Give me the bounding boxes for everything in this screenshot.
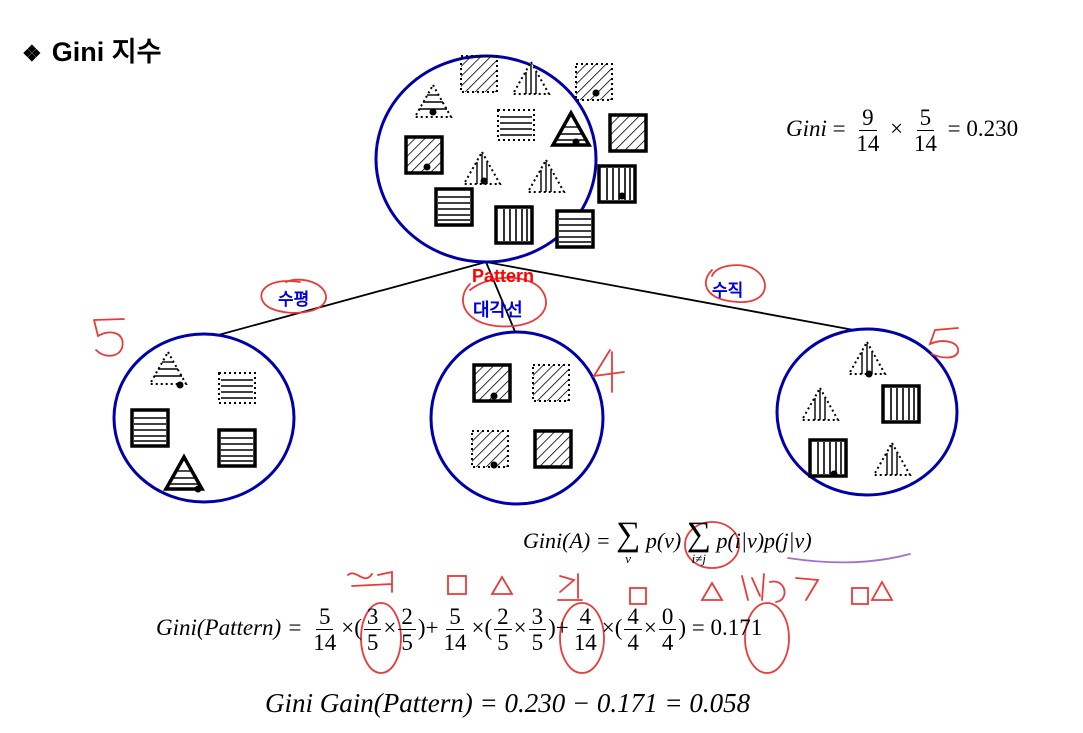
summation: ∑v — [616, 520, 640, 566]
handwritten-4-center — [594, 350, 624, 392]
center-child-node — [431, 332, 603, 504]
scribble-1 — [348, 572, 392, 592]
times-operator: × — [890, 116, 903, 141]
gini-definition-equation: Gini(A) = ∑v p(v) ∑i≠j p(i|v)p(j|v) — [523, 520, 812, 566]
gini-gain-equation: Gini Gain(Pattern) = 0.230 − 0.171 = 0.0… — [265, 688, 750, 719]
triangle-mark-3 — [872, 582, 892, 600]
square-mark-1 — [448, 576, 466, 594]
handwritten-5-left — [94, 319, 124, 356]
square-mark-2 — [630, 588, 646, 604]
eq-result: = 0.230 — [948, 116, 1018, 141]
solid-vertical-square-icon — [810, 440, 846, 476]
product-term: p(i|v)p(j|v) — [716, 528, 811, 553]
pv-term: p(v) — [646, 528, 681, 553]
eq-lhs: Gini — [786, 116, 827, 141]
solid-diagonal-square-icon — [610, 115, 646, 151]
branch-label-vertical: 수직 — [712, 276, 743, 301]
eq-lhs: Gini(A) = — [523, 528, 611, 553]
branch-label-diagonal: 대각선 — [473, 296, 523, 322]
dotted-horizontal-square-icon — [498, 110, 534, 140]
solid-vertical-square-icon — [496, 207, 532, 243]
summation: ∑i≠j — [687, 520, 711, 566]
solid-horizontal-square-icon — [219, 430, 255, 466]
handwritten-5-right — [930, 328, 958, 358]
solid-horizontal-square-icon — [132, 410, 168, 446]
solid-vertical-square-icon — [883, 386, 919, 422]
gain-text: Gini Gain(Pattern) = 0.230 − 0.171 = 0.0… — [265, 688, 750, 718]
branch-label-horizontal: 수평 — [278, 285, 309, 310]
solid-diagonal-square-icon — [535, 431, 571, 467]
scribble-2 — [558, 574, 582, 600]
square-mark-3 — [852, 588, 868, 604]
triangle-mark-1 — [492, 577, 512, 594]
right-child-node — [777, 329, 957, 495]
dotted-diagonal-square-icon — [472, 431, 508, 467]
eq-lhs: Gini(Pattern) = — [156, 615, 302, 640]
branch-label-pattern: Pattern — [472, 266, 534, 287]
dotted-diagonal-square-icon — [461, 56, 497, 92]
dotted-diagonal-square-icon — [533, 365, 569, 401]
root-node — [376, 56, 646, 262]
solid-horizontal-square-icon — [436, 189, 472, 225]
eq-result: = 0.171 — [692, 615, 762, 640]
left-child-node — [114, 334, 294, 502]
solid-horizontal-square-icon — [557, 211, 593, 247]
scribble-3 — [742, 574, 818, 602]
solid-vertical-square-icon — [599, 166, 635, 202]
dotted-horizontal-square-icon — [219, 373, 255, 403]
triangle-mark-2 — [702, 583, 722, 600]
